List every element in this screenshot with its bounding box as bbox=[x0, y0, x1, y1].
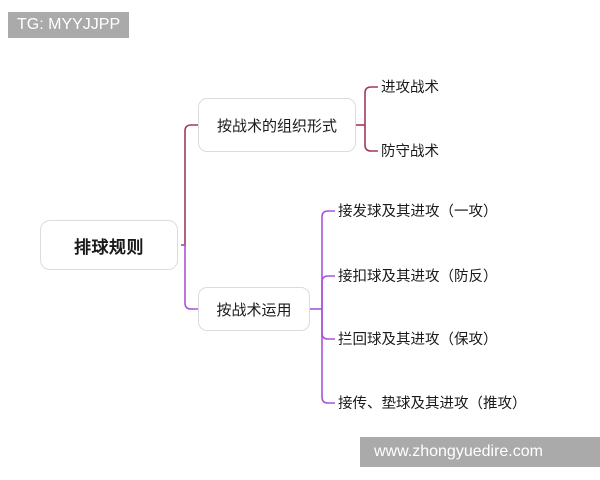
mindmap-leaf-node[interactable]: 接发球及其进攻（一攻） bbox=[338, 204, 498, 220]
mindmap-root-label: 排球规则 bbox=[74, 237, 144, 257]
mindmap-leaf-node[interactable]: 接扣球及其进攻（防反） bbox=[338, 269, 498, 285]
connector-branch-2-leaf-1 bbox=[321, 210, 335, 309]
mindmap-leaf-node[interactable]: 接传、垫球及其进攻（推攻） bbox=[338, 396, 527, 412]
connector-branch-1-leaf-1 bbox=[364, 86, 378, 125]
connector-root-to-branch-1 bbox=[181, 124, 198, 246]
mindmap-leaf-node[interactable]: 进攻战术 bbox=[381, 80, 439, 96]
watermark-telegram: TG: MYYJJPP bbox=[8, 12, 130, 38]
mindmap-branch-2-label: 按战术运用 bbox=[216, 301, 292, 319]
connector-branch-2-leaf-4 bbox=[321, 309, 335, 404]
mindmap-branch-node-1[interactable]: 按战术的组织形式 bbox=[198, 98, 356, 152]
connector-branch-1-leaf-2 bbox=[364, 125, 378, 152]
connector-branch-2-leaf-3 bbox=[321, 309, 335, 340]
mindmap-branch-1-label: 按战术的组织形式 bbox=[216, 117, 337, 135]
mindmap-root-node[interactable]: 排球规则 bbox=[40, 220, 178, 270]
mindmap-leaf-node[interactable]: 防守战术 bbox=[381, 144, 439, 160]
mindmap-leaf-node[interactable]: 拦回球及其进攻（保攻） bbox=[338, 332, 498, 348]
connector-branch-2-leaf-2 bbox=[321, 275, 335, 309]
mindmap-branch-node-2[interactable]: 按战术运用 bbox=[198, 287, 310, 331]
watermark-website: www.zhongyuedire.com bbox=[360, 437, 600, 467]
connector-root-to-branch-2 bbox=[181, 244, 198, 310]
